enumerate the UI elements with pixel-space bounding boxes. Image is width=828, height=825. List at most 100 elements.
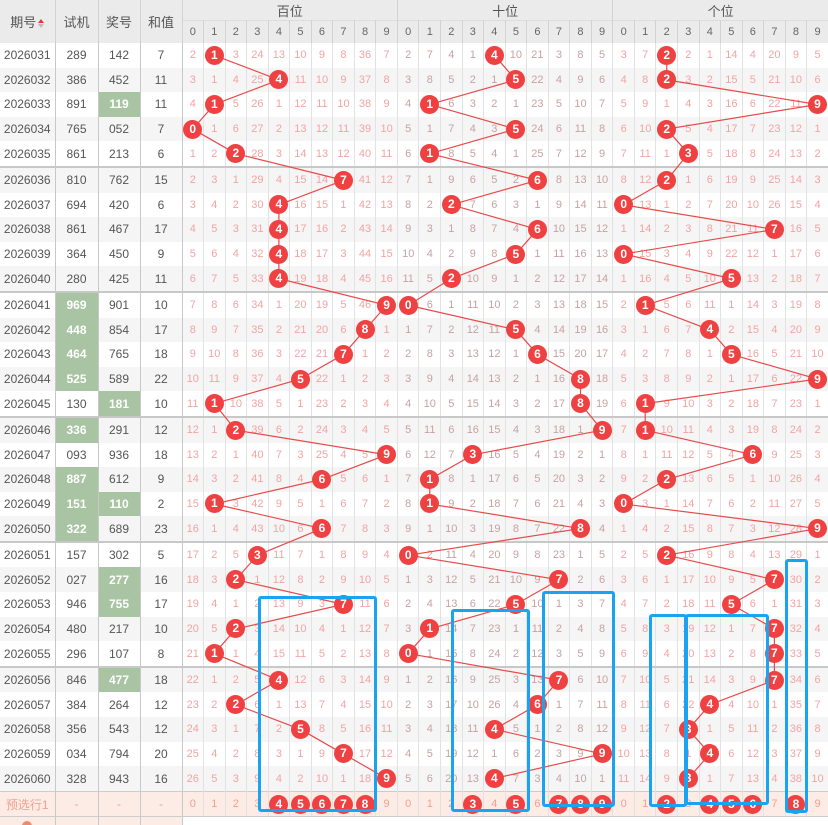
issue-cell: 2026038 (0, 217, 56, 242)
preselect-digit[interactable]: 8 (354, 790, 377, 818)
preselect-digit[interactable]: 2 (655, 790, 678, 818)
preselect-digit[interactable]: 2 (225, 790, 248, 818)
preselect-digit[interactable]: 8 (569, 790, 592, 818)
preselect-digit[interactable]: 1 (634, 790, 657, 818)
omission-cell: 13 (548, 290, 571, 318)
selected-ball[interactable]: 6 (312, 794, 332, 814)
selected-ball[interactable]: 5 (290, 794, 310, 814)
omission-cell: 3 (526, 290, 549, 318)
omission-cell: 8 (418, 342, 442, 367)
omission-cell: 9 (612, 717, 635, 742)
preselect-digit[interactable]: 4 (483, 790, 506, 818)
omission-cell: 7 (332, 592, 355, 617)
preselect-digit[interactable]: 4 (699, 790, 722, 818)
preselect-digit[interactable]: 9 (375, 790, 398, 818)
preselect-digit[interactable]: 5 (720, 790, 743, 818)
omission-cell: 6 (332, 317, 355, 343)
preselect-digit[interactable]: 7 (332, 790, 355, 818)
omission-cell: 3 (462, 516, 485, 542)
digit-header: 8 (569, 20, 592, 43)
omission-cell: 19 (677, 616, 700, 642)
preselect-digit[interactable]: 3 (677, 790, 700, 818)
selected-ball[interactable]: 9 (592, 794, 612, 814)
add-icon[interactable] (22, 821, 33, 825)
omission-cell: 2 (311, 567, 334, 593)
preselect-digit[interactable]: 3 (246, 790, 269, 818)
omission-cell: 2 (505, 366, 528, 392)
omission-cell: 6 (418, 290, 442, 318)
omission-cell: 5 (742, 67, 765, 93)
omission-cell: 15 (289, 165, 312, 193)
selected-ball[interactable]: 2 (657, 794, 677, 814)
preselect-digit[interactable]: 6 (742, 790, 765, 818)
sum-cell: 15 (140, 165, 183, 193)
preselect-digit[interactable]: 0 (612, 790, 635, 818)
omission-cell: 9 (591, 141, 614, 167)
preselect-digit[interactable]: 6 (311, 790, 334, 818)
omission-cell: 1 (289, 391, 312, 417)
omission-cell: 2 (612, 290, 635, 318)
preselect-digit[interactable]: 0 (181, 790, 205, 818)
omission-cell: 2 (418, 665, 442, 693)
omission-cell: 8 (505, 516, 528, 542)
omission-cell: 1 (354, 342, 377, 367)
omission-cell: 1 (548, 592, 571, 617)
issue-cell: 2026042 (0, 317, 56, 343)
omission-cell: 2 (806, 415, 828, 443)
preselect-digit[interactable]: 7 (548, 790, 571, 818)
preselect-digit[interactable]: 1 (418, 790, 442, 818)
omission-cell: 1 (763, 592, 786, 617)
omission-cell: 7 (548, 141, 571, 167)
preselect-digit[interactable]: 2 (440, 790, 463, 818)
selected-ball[interactable]: 7 (333, 794, 353, 814)
omission-cell: 23 (311, 391, 334, 417)
selected-ball[interactable]: 4 (700, 794, 720, 814)
preselect-digit[interactable]: 4 (268, 790, 291, 818)
selected-ball[interactable]: 8 (355, 794, 375, 814)
preselect-digit[interactable]: 9 (806, 790, 828, 818)
omission-cell: 13 (742, 266, 765, 292)
omission-cell: 20 (720, 192, 743, 218)
omission-cell: 1 (332, 192, 355, 218)
hit-ball: 6 (312, 469, 332, 489)
selected-ball[interactable]: 5 (506, 794, 526, 814)
tool-cell[interactable] (0, 816, 56, 825)
preselect-digit[interactable]: 6 (526, 790, 549, 818)
preselect-digit[interactable]: 9 (591, 790, 614, 818)
preselect-digit[interactable]: 0 (396, 790, 420, 818)
selected-ball[interactable]: 7 (549, 794, 569, 814)
issue-cell: 2026052 (0, 567, 56, 593)
hit-ball: 5 (721, 594, 741, 614)
trial-cell: 694 (55, 192, 99, 218)
sum-cell: 10 (140, 290, 183, 318)
selected-ball[interactable]: 4 (269, 794, 289, 814)
omission-cell: 3 (246, 616, 269, 642)
preselect-digit[interactable]: 8 (785, 790, 808, 818)
omission-cell: 4 (181, 217, 205, 242)
omission-cell: 1 (396, 317, 420, 343)
selected-ball[interactable]: 3 (463, 794, 483, 814)
selected-ball[interactable]: 6 (743, 794, 763, 814)
selected-ball[interactable]: 8 (570, 794, 590, 814)
omission-cell: 9 (806, 317, 828, 343)
preselect-digit[interactable]: 7 (763, 790, 786, 818)
omission-cell: 11 (548, 241, 571, 267)
omission-cell: 8 (677, 342, 700, 367)
preselect-digit[interactable]: 5 (289, 790, 312, 818)
sort-icon[interactable] (38, 19, 45, 29)
selected-ball[interactable]: 5 (721, 794, 741, 814)
omission-cell: 17 (677, 567, 700, 593)
selected-ball[interactable]: 8 (786, 794, 806, 814)
preselect-digit[interactable]: 5 (505, 790, 528, 818)
draw-cell: 612 (98, 467, 141, 492)
omission-cell: 5 (311, 641, 334, 667)
col-period[interactable]: 期号 (0, 0, 56, 43)
omission-cell: 7 (505, 491, 528, 517)
omission-cell: 21 (677, 665, 700, 693)
omission-cell: 4 (354, 415, 377, 443)
preselect-digit[interactable]: 1 (203, 790, 226, 818)
preselect-digit[interactable]: 3 (462, 790, 485, 818)
